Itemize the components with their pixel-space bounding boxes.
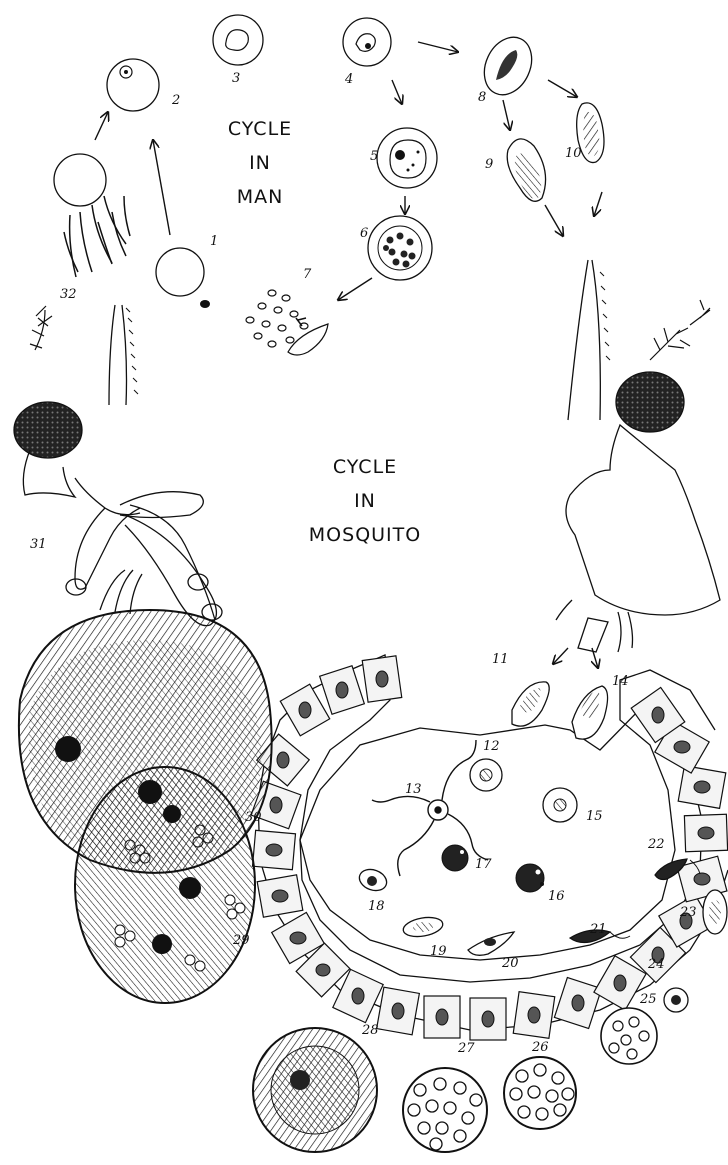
label-32: 32 xyxy=(60,287,77,302)
label-31: 31 xyxy=(30,537,47,552)
stage-14-gametocyte xyxy=(572,686,608,739)
label-10: 10 xyxy=(565,146,582,161)
mosquito-head-right xyxy=(556,260,720,652)
stage-3-cell xyxy=(213,15,263,65)
stage-2-cell xyxy=(107,59,159,111)
label-27: 27 xyxy=(457,1041,475,1056)
stage-1-cell xyxy=(156,248,210,308)
label-15: 15 xyxy=(586,809,603,824)
label-16: 16 xyxy=(548,889,565,904)
label-17: 17 xyxy=(475,857,492,872)
label-24: 24 xyxy=(647,957,665,972)
label-3: 3 xyxy=(232,71,240,86)
stage-6-cell xyxy=(368,216,432,280)
stage-9-gametocyte xyxy=(507,139,545,201)
label-21: 21 xyxy=(589,922,607,937)
label-12: 12 xyxy=(483,739,500,754)
label-25: 25 xyxy=(639,992,657,1007)
arrow-1-to-2 xyxy=(153,140,170,235)
label-6: 6 xyxy=(360,226,368,241)
arrow-4-to-5 xyxy=(392,80,402,104)
stage-11-gametocyte xyxy=(512,682,549,726)
arrow-10-to-proboscis xyxy=(594,192,602,216)
arrow-8-to-10 xyxy=(548,80,577,97)
stage-32-sporozoites xyxy=(54,154,130,277)
arrow-9-to-proboscis xyxy=(545,205,563,236)
stage-5-cell xyxy=(377,128,437,188)
stage-16-zygote xyxy=(516,864,544,892)
label-28: 28 xyxy=(361,1023,379,1038)
label-18: 18 xyxy=(368,899,385,914)
label-19: 19 xyxy=(430,944,447,959)
stage-28-oocyst xyxy=(253,1028,377,1152)
stage-15-gamete xyxy=(543,788,577,822)
arrow-8-to-9 xyxy=(503,100,510,130)
label-22: 22 xyxy=(647,837,665,852)
label-11: 11 xyxy=(492,652,509,667)
label-29: 29 xyxy=(232,933,250,948)
stage-17-zygote xyxy=(442,845,468,871)
label-30: 30 xyxy=(245,810,262,825)
label-5: 5 xyxy=(370,149,378,164)
arrow-4-to-8 xyxy=(418,42,458,52)
stage-24-oocyst xyxy=(664,988,688,1012)
arrow-32-to-2 xyxy=(95,112,108,140)
label-2: 2 xyxy=(171,93,180,108)
label-13: 13 xyxy=(405,782,422,797)
stage-4-cell xyxy=(343,18,391,66)
label-8: 8 xyxy=(478,90,486,105)
label-26: 26 xyxy=(531,1040,549,1055)
stage-27-oocyst xyxy=(403,1068,487,1152)
arrow-6-to-7 xyxy=(338,278,372,300)
label-23: 23 xyxy=(679,905,697,920)
stage-25-oocyst xyxy=(601,1008,657,1064)
label-9: 9 xyxy=(485,157,493,172)
label-1: 1 xyxy=(210,234,218,249)
stage-30-oocyst xyxy=(19,570,272,873)
stage-26-oocyst xyxy=(504,1057,576,1129)
label-4: 4 xyxy=(344,72,353,87)
stage-12-gamete xyxy=(470,759,502,791)
label-7: 7 xyxy=(303,267,312,282)
stage-23-oocyst xyxy=(703,890,727,934)
mosquito-head-left xyxy=(14,305,222,626)
stage-7-merozoites xyxy=(246,290,328,355)
label-14: 14 xyxy=(612,674,629,689)
arrow-gut-to-11 xyxy=(553,648,568,664)
label-20: 20 xyxy=(501,956,519,971)
